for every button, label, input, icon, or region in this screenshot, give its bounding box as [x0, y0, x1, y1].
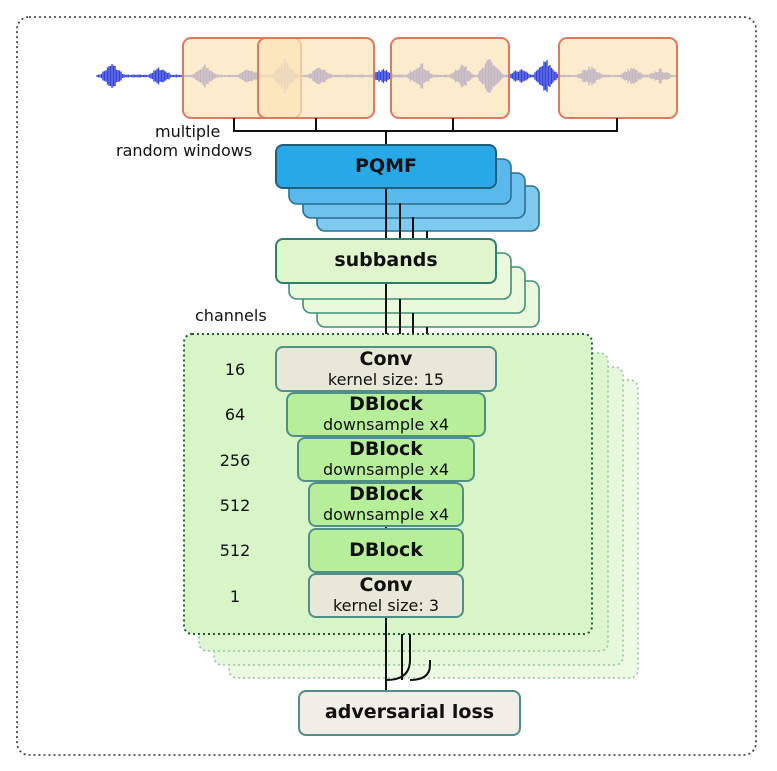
outer-frame	[16, 16, 757, 756]
pqmf-box: PQMF	[275, 144, 497, 189]
subbands-box: subbands	[275, 238, 497, 284]
panel-to-loss-connector	[385, 616, 431, 690]
channel-count: 512	[219, 541, 251, 560]
random-window-3	[390, 37, 510, 119]
random-window-4	[558, 37, 678, 119]
layer-title: DBlock	[349, 393, 423, 416]
channel-count: 64	[224, 405, 246, 424]
layer-box-dblock-4: DBlock	[308, 528, 464, 573]
layer-box-conv-in: Conv kernel size: 15	[275, 346, 497, 392]
pqmf-label: PQMF	[355, 154, 417, 177]
subbands-label: subbands	[334, 249, 438, 272]
layer-title: DBlock	[349, 438, 423, 461]
channels-label: channels	[195, 306, 267, 325]
layer-box-dblock-3: DBlock downsample x4	[308, 482, 464, 527]
layer-box-dblock-1: DBlock downsample x4	[286, 392, 486, 437]
windows-label-line1: multiple	[155, 122, 221, 141]
layer-title: Conv	[359, 574, 413, 597]
channel-count: 16	[224, 360, 246, 379]
channel-count: 512	[219, 496, 251, 515]
layer-subtitle: downsample x4	[322, 415, 450, 435]
windows-label-line2: random windows	[116, 141, 253, 160]
layer-box-dblock-2: DBlock downsample x4	[297, 437, 475, 482]
layer-title: DBlock	[349, 538, 423, 561]
adversarial-loss-box: adversarial loss	[298, 690, 521, 736]
pqmf-to-subbands-lines	[385, 189, 428, 239]
layer-box-conv-out: Conv kernel size: 3	[308, 573, 464, 618]
layer-title: DBlock	[349, 483, 423, 506]
layer-subtitle: downsample x4	[322, 460, 450, 480]
random-window-2	[257, 37, 375, 119]
layer-subtitle: kernel size: 15	[327, 369, 445, 389]
channel-count: 256	[219, 451, 251, 470]
layer-subtitle: kernel size: 3	[332, 596, 440, 616]
window-merge-connector	[233, 118, 618, 146]
loss-label: adversarial loss	[324, 701, 495, 724]
layer-subtitle: downsample x4	[322, 505, 450, 525]
layer-title: Conv	[359, 347, 413, 370]
channel-count: 1	[229, 587, 241, 606]
